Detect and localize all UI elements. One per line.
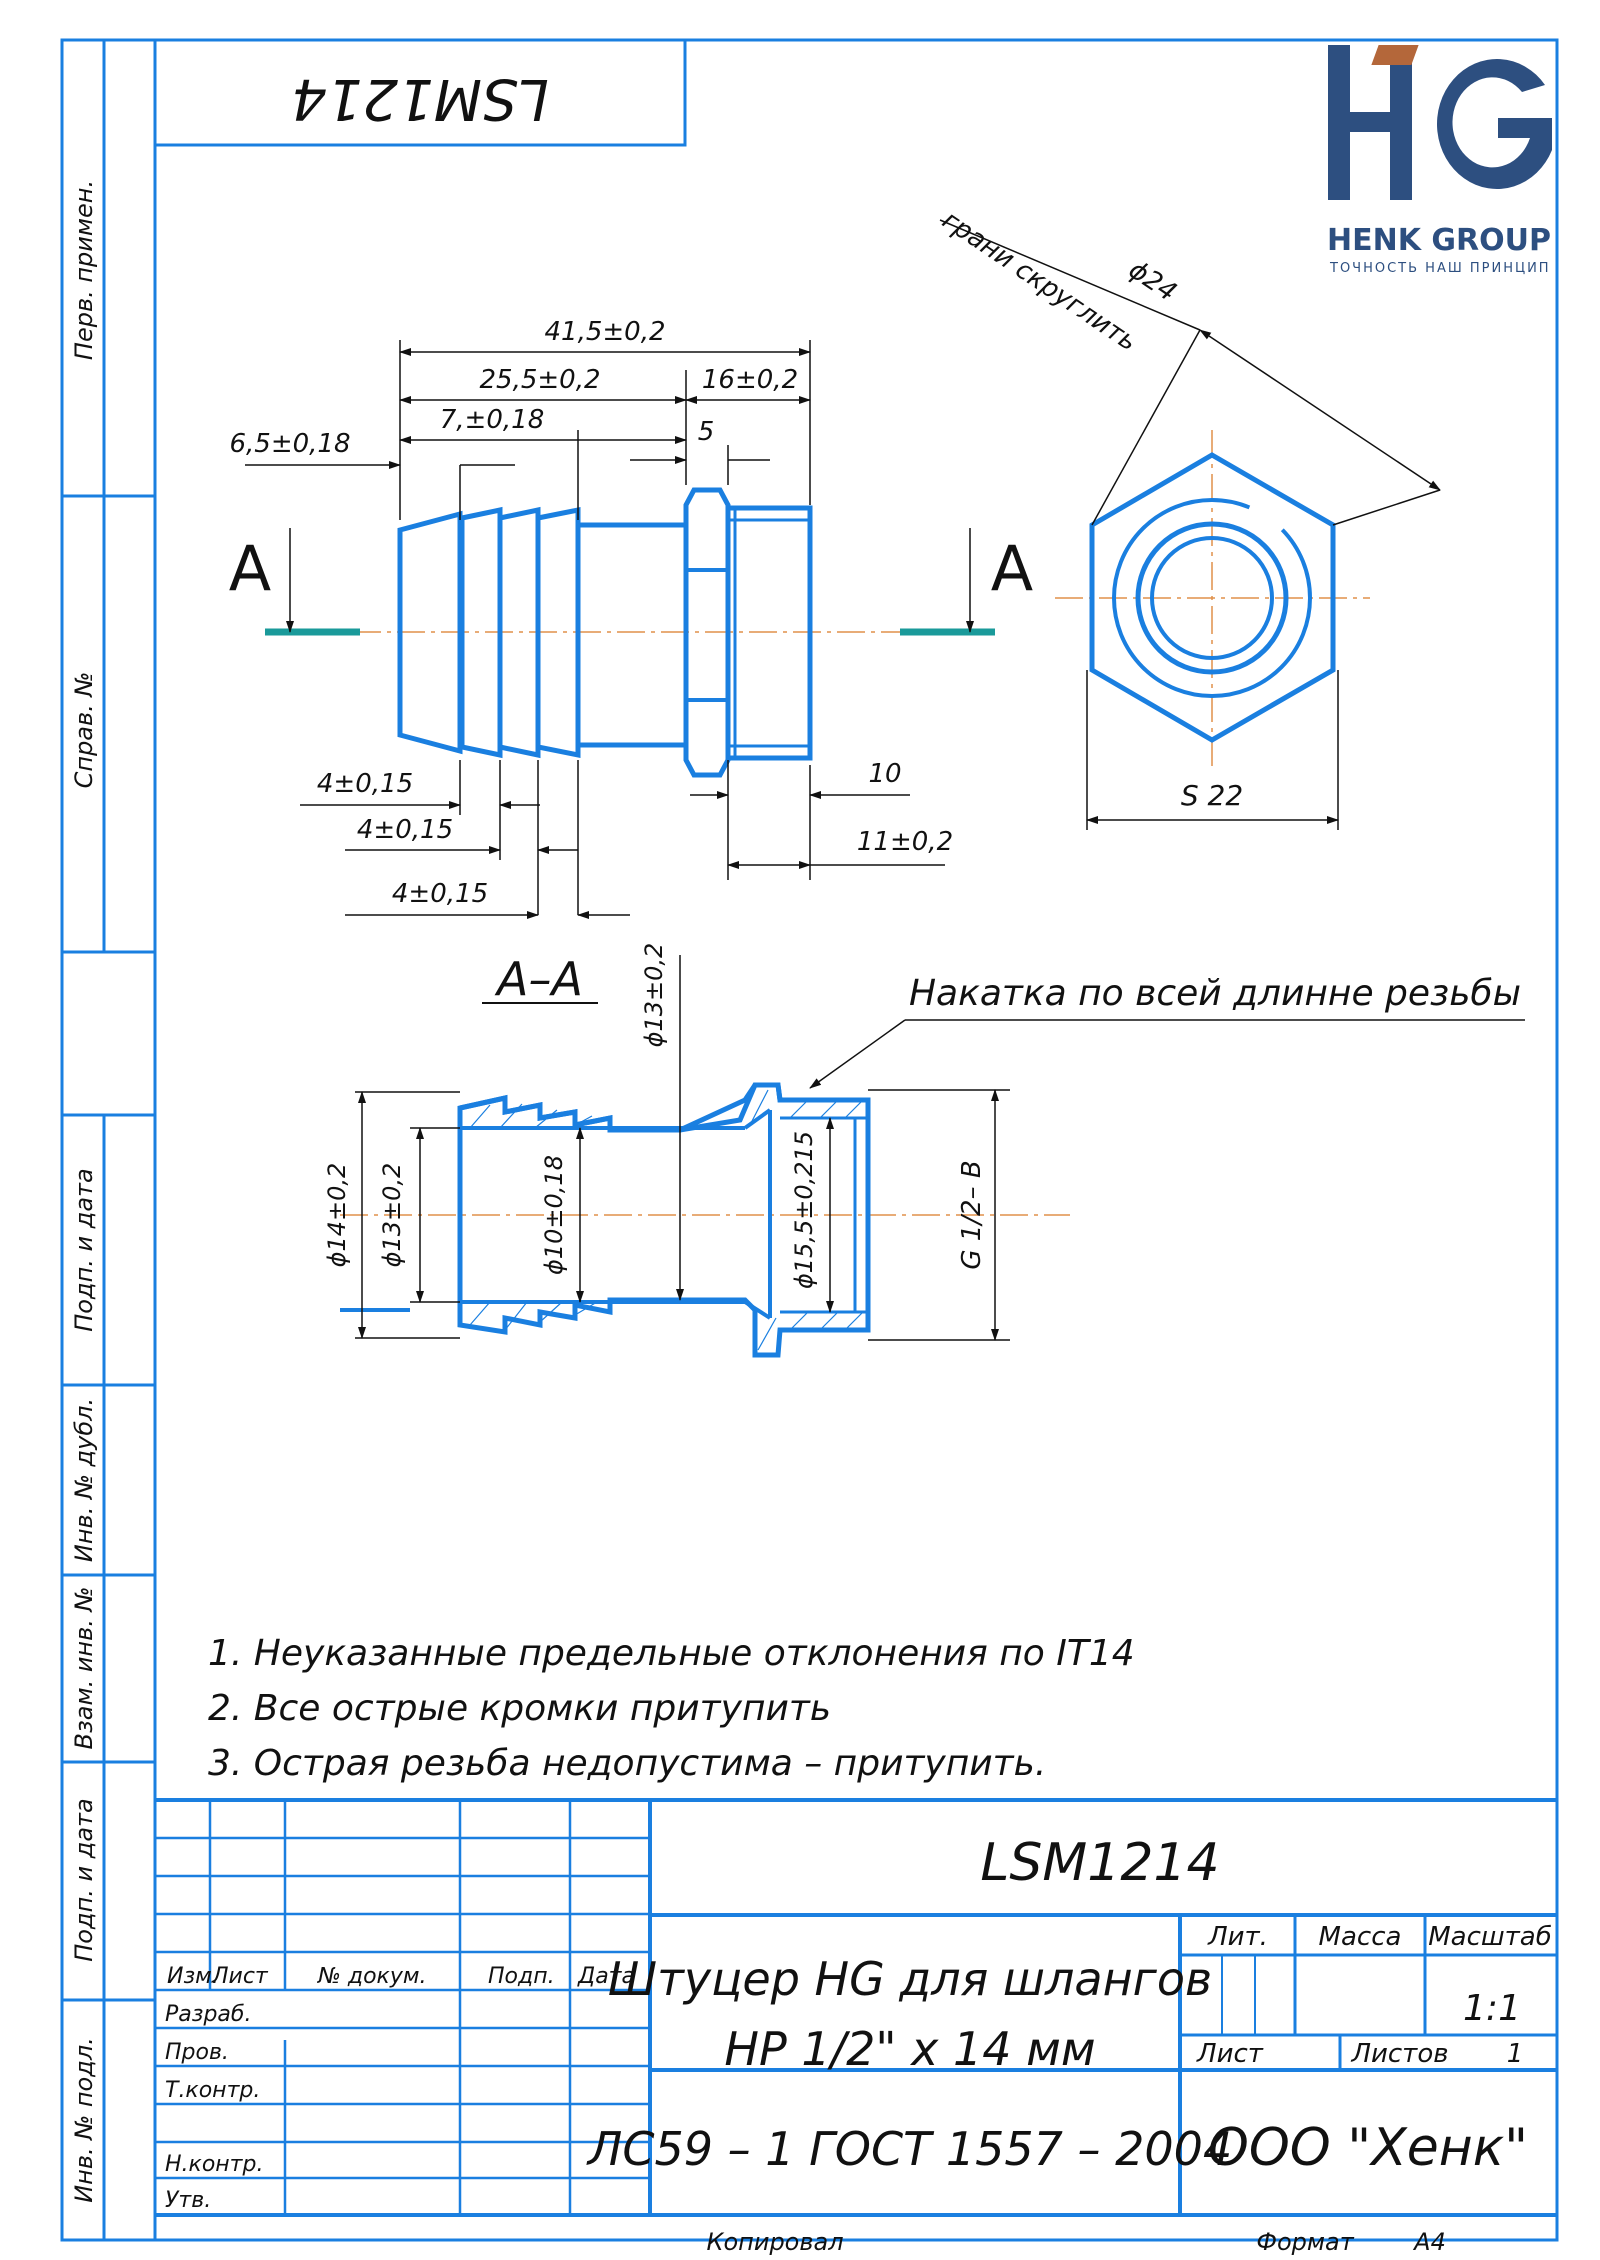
dim-rib-2: 4±0,15: [357, 815, 453, 845]
logo-name: HENK GROUP: [1327, 223, 1551, 258]
col-podp: Подп.: [488, 1964, 555, 1989]
row-utv: Утв.: [165, 2188, 211, 2213]
section-title: А–А: [494, 952, 583, 1006]
tb-designation: LSM1214: [980, 1833, 1219, 1893]
dim-corner-note: грани скруглить: [937, 205, 1143, 357]
dim-length-16: 16±0,2: [702, 365, 798, 395]
label-podp-data-1: Подп. и дата: [70, 1168, 98, 1332]
title-block: Изм. Лист № докум. Подп. Дата Разраб. Пр…: [155, 1798, 1557, 2256]
dim-total-length: 41,5±0,2: [544, 317, 665, 347]
tb-scale: 1:1: [1463, 1988, 1521, 2029]
col-dokum: № докум.: [317, 1964, 426, 1989]
tb-company: ООО "Хенк": [1208, 2118, 1528, 2178]
dim-length-11: 11±0,2: [857, 827, 953, 857]
dim-dia-14: ϕ14±0,2: [323, 1163, 351, 1268]
dim-thread: G 1/2– B: [957, 1160, 987, 1269]
tb-name-line1: Штуцер HG для шлангов: [608, 1952, 1212, 2006]
tb-kopiroval: Копировал: [706, 2228, 843, 2256]
row-tkontr: Т.контр.: [165, 2078, 260, 2103]
tb-lit-label: Лит.: [1207, 1922, 1268, 1952]
dim-length-7: 7,±0,18: [440, 405, 544, 435]
label-perv-primen: Перв. примен.: [70, 180, 98, 360]
dim-dia-15-5: ϕ15,5±0,215: [790, 1131, 818, 1289]
dim-dia-10: ϕ10±0,18: [540, 1155, 568, 1275]
front-view: А А 41,5±0,2 25,5±0,2 16±0,2 7,±0,18: [229, 317, 1033, 919]
dim-length-6-5: 6,5±0,18: [229, 429, 350, 459]
tb-massa-label: Масса: [1319, 1922, 1402, 1952]
section-a-a: А–А: [323, 943, 1525, 1358]
label-sprav-no: Справ. №: [70, 672, 98, 789]
side-labels: Перв. примен. Справ. № Подп. и дата Инв.…: [70, 180, 98, 2203]
dim-rib-3: 4±0,15: [392, 879, 488, 909]
row-nkontr: Н.контр.: [165, 2152, 263, 2177]
col-list: Лист: [211, 1964, 269, 1989]
dim-across-corners: ϕ24: [1123, 255, 1181, 308]
tb-listov-label: Листов: [1350, 2039, 1448, 2069]
section-letter-right: А: [991, 532, 1033, 605]
tb-list-label: Лист: [1196, 2039, 1264, 2069]
tb-masshtab-label: Масштаб: [1428, 1922, 1552, 1952]
dim-length-5: 5: [698, 417, 715, 447]
label-podp-data-2: Подп. и дата: [70, 1798, 98, 1962]
note-3: 3. Острая резьба недопустима – притупить…: [208, 1743, 1046, 1784]
top-stamp-text: LSM1214: [291, 66, 549, 131]
note-2: 2. Все острые кромки притупить: [208, 1688, 831, 1729]
label-inv-dubl: Инв. № дубл.: [70, 1398, 98, 1562]
col-izm: Изм.: [167, 1964, 219, 1989]
top-stamp: LSM1214: [153, 38, 687, 147]
tb-name-line2: НР 1/2" х 14 мм: [724, 2022, 1095, 2076]
notes: 1. Неуказанные предельные отклонения по …: [208, 1633, 1135, 1784]
end-view: S 22 ϕ24 грани скруглить: [937, 205, 1441, 830]
row-razrab: Разраб.: [165, 2002, 251, 2027]
dim-across-flats: S 22: [1181, 779, 1243, 812]
dim-rib-1: 4±0,15: [317, 769, 413, 799]
dim-dia-13-inner: ϕ13±0,2: [378, 1163, 406, 1268]
tb-format-label: Формат: [1256, 2228, 1354, 2256]
tb-listov-value: 1: [1507, 2039, 1524, 2069]
dim-length-25: 25,5±0,2: [479, 365, 600, 395]
label-vzam-inv: Взам. инв. №: [70, 1587, 98, 1750]
frame: [60, 38, 1559, 2242]
dim-dia-13-top: ϕ13±0,2: [640, 943, 668, 1048]
logo-slogan: ТОЧНОСТЬ НАШ ПРИНЦИП: [1329, 261, 1551, 276]
section-letter-left: А: [229, 532, 271, 605]
col-data: Дата: [577, 1964, 635, 1989]
knurl-note: Накатка по всей длинне резьбы: [909, 973, 1521, 1014]
henk-group-logo: HENK GROUP ТОЧНОСТЬ НАШ ПРИНЦИП: [1327, 45, 1552, 276]
row-prov: Пров.: [165, 2040, 229, 2065]
tb-material: ЛС59 – 1 ГОСТ 1557 – 2004: [586, 2122, 1232, 2176]
label-inv-podl: Инв. № подл.: [70, 2037, 98, 2203]
tb-format-value: А4: [1412, 2228, 1446, 2256]
dim-length-10: 10: [868, 759, 901, 789]
note-1: 1. Неуказанные предельные отклонения по …: [208, 1633, 1135, 1674]
